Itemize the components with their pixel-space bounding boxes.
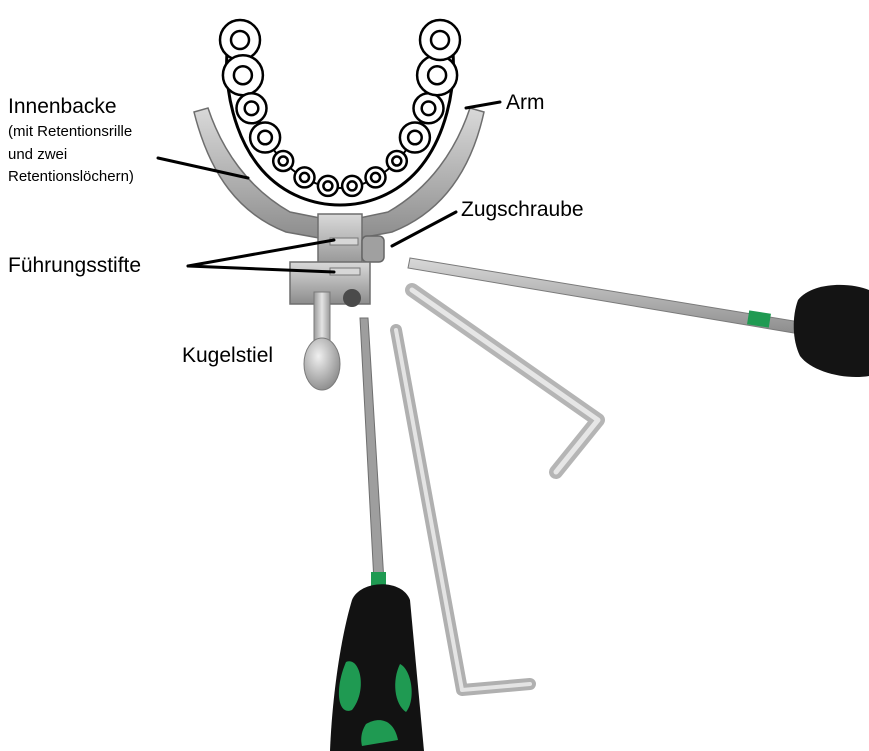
tooth-cusp bbox=[348, 181, 357, 190]
mount-screw bbox=[343, 289, 361, 307]
tension-screw bbox=[362, 236, 384, 262]
ball-stem-ball bbox=[304, 338, 340, 390]
screwdriver-bottom-ring bbox=[371, 572, 386, 586]
teeth-group bbox=[220, 20, 460, 196]
hex-key-right bbox=[412, 290, 598, 472]
tooth-cusp bbox=[428, 66, 446, 84]
tooth-cusp bbox=[422, 102, 436, 116]
label-innenbacke-note-1: (mit Retentionsrille bbox=[8, 122, 132, 141]
tooth-cusp bbox=[431, 31, 449, 49]
tooth-cusp bbox=[231, 31, 249, 49]
screwdriver-right-handle bbox=[794, 285, 869, 377]
tooth-cusp bbox=[258, 131, 272, 145]
tooth-cusp bbox=[245, 102, 259, 116]
label-fuehrungsstifte: Führungsstifte bbox=[8, 254, 141, 278]
label-arm: Arm bbox=[506, 91, 545, 115]
tooth-cusp bbox=[392, 157, 401, 166]
tooth-cusp bbox=[300, 173, 309, 182]
tooth-cusp bbox=[323, 181, 332, 190]
tooth-cusp bbox=[408, 131, 422, 145]
tooth-cusp bbox=[371, 173, 380, 182]
label-innenbacke-note-2: und zwei bbox=[8, 145, 67, 164]
tooth-cusp bbox=[234, 66, 252, 84]
hex-key-bottom bbox=[396, 330, 530, 690]
label-innenbacke-note-3: Retentionslöchern) bbox=[8, 167, 134, 186]
leader-arm bbox=[466, 102, 500, 108]
ball-stem-shaft bbox=[314, 292, 330, 344]
tooth-cusp bbox=[279, 157, 288, 166]
label-zugschraube: Zugschraube bbox=[461, 198, 584, 222]
label-kugelstiel: Kugelstiel bbox=[182, 344, 273, 368]
hex-key-bottom-highlight bbox=[396, 330, 530, 690]
label-innenbacke: Innenbacke bbox=[8, 95, 117, 119]
screwdriver-right bbox=[408, 258, 869, 377]
screwdriver-bottom-shaft bbox=[360, 318, 384, 582]
